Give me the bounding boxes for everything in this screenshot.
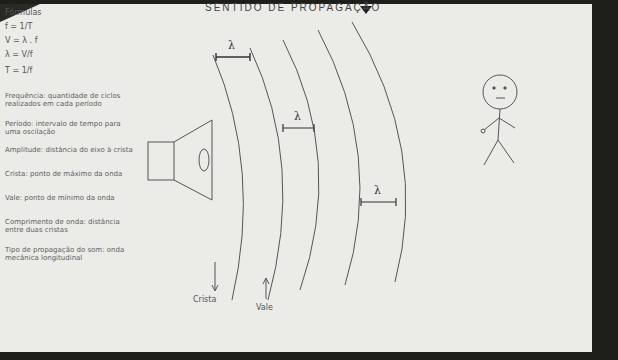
formula-heading: Fórmulas xyxy=(5,8,42,17)
speaker-body xyxy=(148,142,174,180)
stick-figure xyxy=(481,75,517,165)
wavefront xyxy=(250,48,283,300)
wavefront xyxy=(283,40,319,290)
definition-note: Amplitude: distância do eixo à crista xyxy=(5,146,137,154)
definition-note: Frequência: quantidade de ciclos realiza… xyxy=(5,92,137,108)
wavelength-mark xyxy=(283,124,314,132)
formula: f = 1/T xyxy=(5,22,32,31)
crest-label: Crista xyxy=(193,295,216,304)
wavelength-label: λ xyxy=(374,185,381,198)
formula: T = 1/f xyxy=(5,66,32,75)
title: SENTIDO DE PROPAGAÇÃO xyxy=(205,2,381,14)
definition-note: Comprimento de onda: distância entre dua… xyxy=(5,218,137,234)
speaker-membrane xyxy=(199,149,209,171)
trough-arrow xyxy=(263,278,269,299)
wavefront xyxy=(318,30,360,285)
wavefront xyxy=(352,22,406,282)
definition-note: Vale: ponto de mínimo da onda xyxy=(5,194,137,202)
formula: λ = V/f xyxy=(5,50,33,59)
definition-note: Período: intervalo de tempo para uma osc… xyxy=(5,120,137,136)
crest-arrow xyxy=(212,262,218,291)
formula: V = λ . f xyxy=(5,36,37,45)
wavelength-mark xyxy=(216,53,250,61)
definition-note: Crista: ponto de máximo da onda xyxy=(5,170,137,178)
definition-note: Tipo de propagação do som: onda mecânica… xyxy=(5,246,137,262)
paper xyxy=(0,4,592,352)
speaker-cone xyxy=(174,120,212,200)
wavefront xyxy=(213,55,243,300)
wavelength-label: λ xyxy=(294,111,301,124)
wavelength-mark xyxy=(361,198,396,206)
wavelength-label: λ xyxy=(228,40,235,53)
trough-label: Vale xyxy=(256,303,273,312)
